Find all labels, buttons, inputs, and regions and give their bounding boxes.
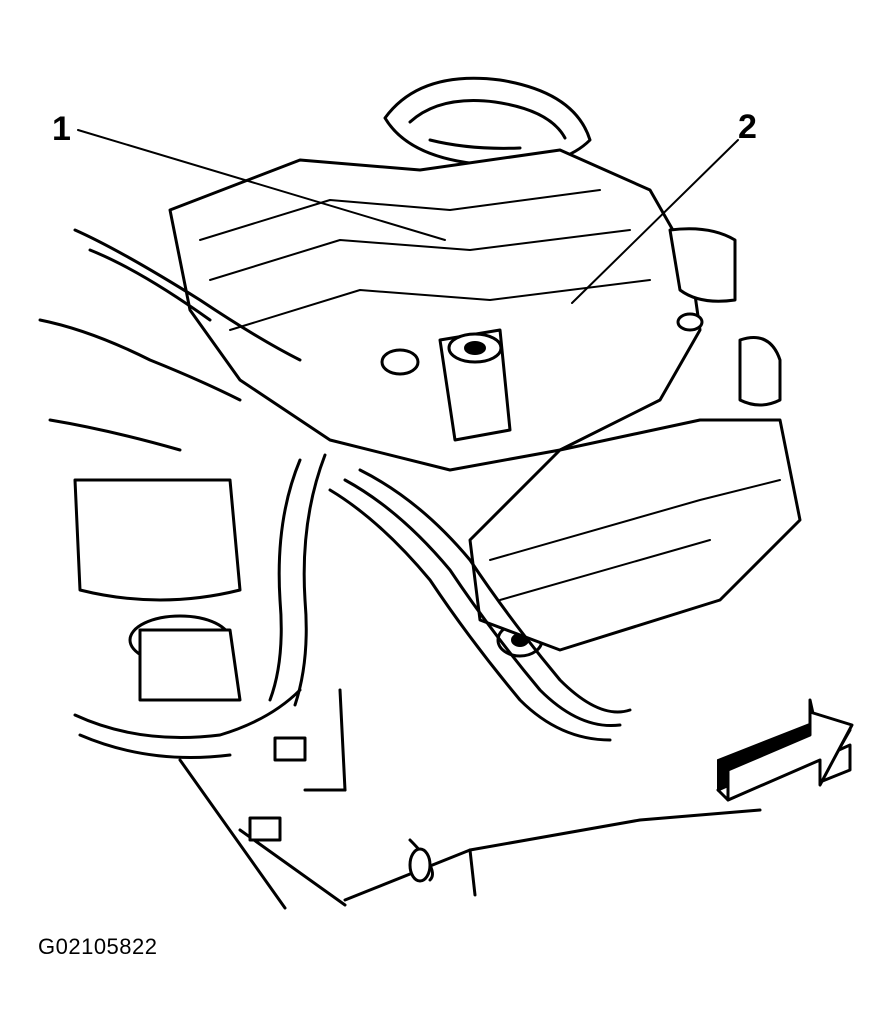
intake-manifold: [168, 148, 702, 472]
figure-id: G02105822: [38, 934, 158, 959]
intake-ring: [383, 76, 592, 168]
leader-line-2: [571, 139, 739, 304]
callout-number-1: 1: [52, 110, 71, 148]
engine-assembly: [38, 76, 802, 910]
leader-lines: [77, 129, 739, 304]
wire-harness: [328, 488, 612, 742]
leader-line-1: [77, 129, 446, 241]
front-direction-arrow-icon: [716, 698, 854, 802]
callout-number-2: 2: [738, 108, 757, 146]
canister: [73, 478, 242, 602]
